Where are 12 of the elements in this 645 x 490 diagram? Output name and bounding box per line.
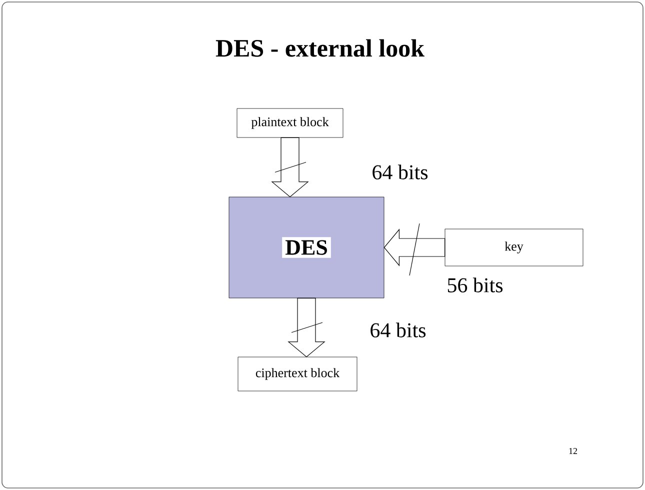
block-arrow [271,137,309,198]
block-box: key [444,228,584,266]
title: DES - external look [216,39,424,57]
block-arrow [288,298,326,358]
bit-width-label: 64 bits [370,322,426,338]
block-arrow [384,228,446,266]
page-number: 12 [569,448,577,454]
bit-width-label: 56 bits [448,278,503,292]
bit-width-label: 64 bits [372,164,428,180]
cipher-box: DES [228,196,384,298]
block-box: plaintext block [236,108,344,138]
block-box: ciphertext block [238,356,358,392]
